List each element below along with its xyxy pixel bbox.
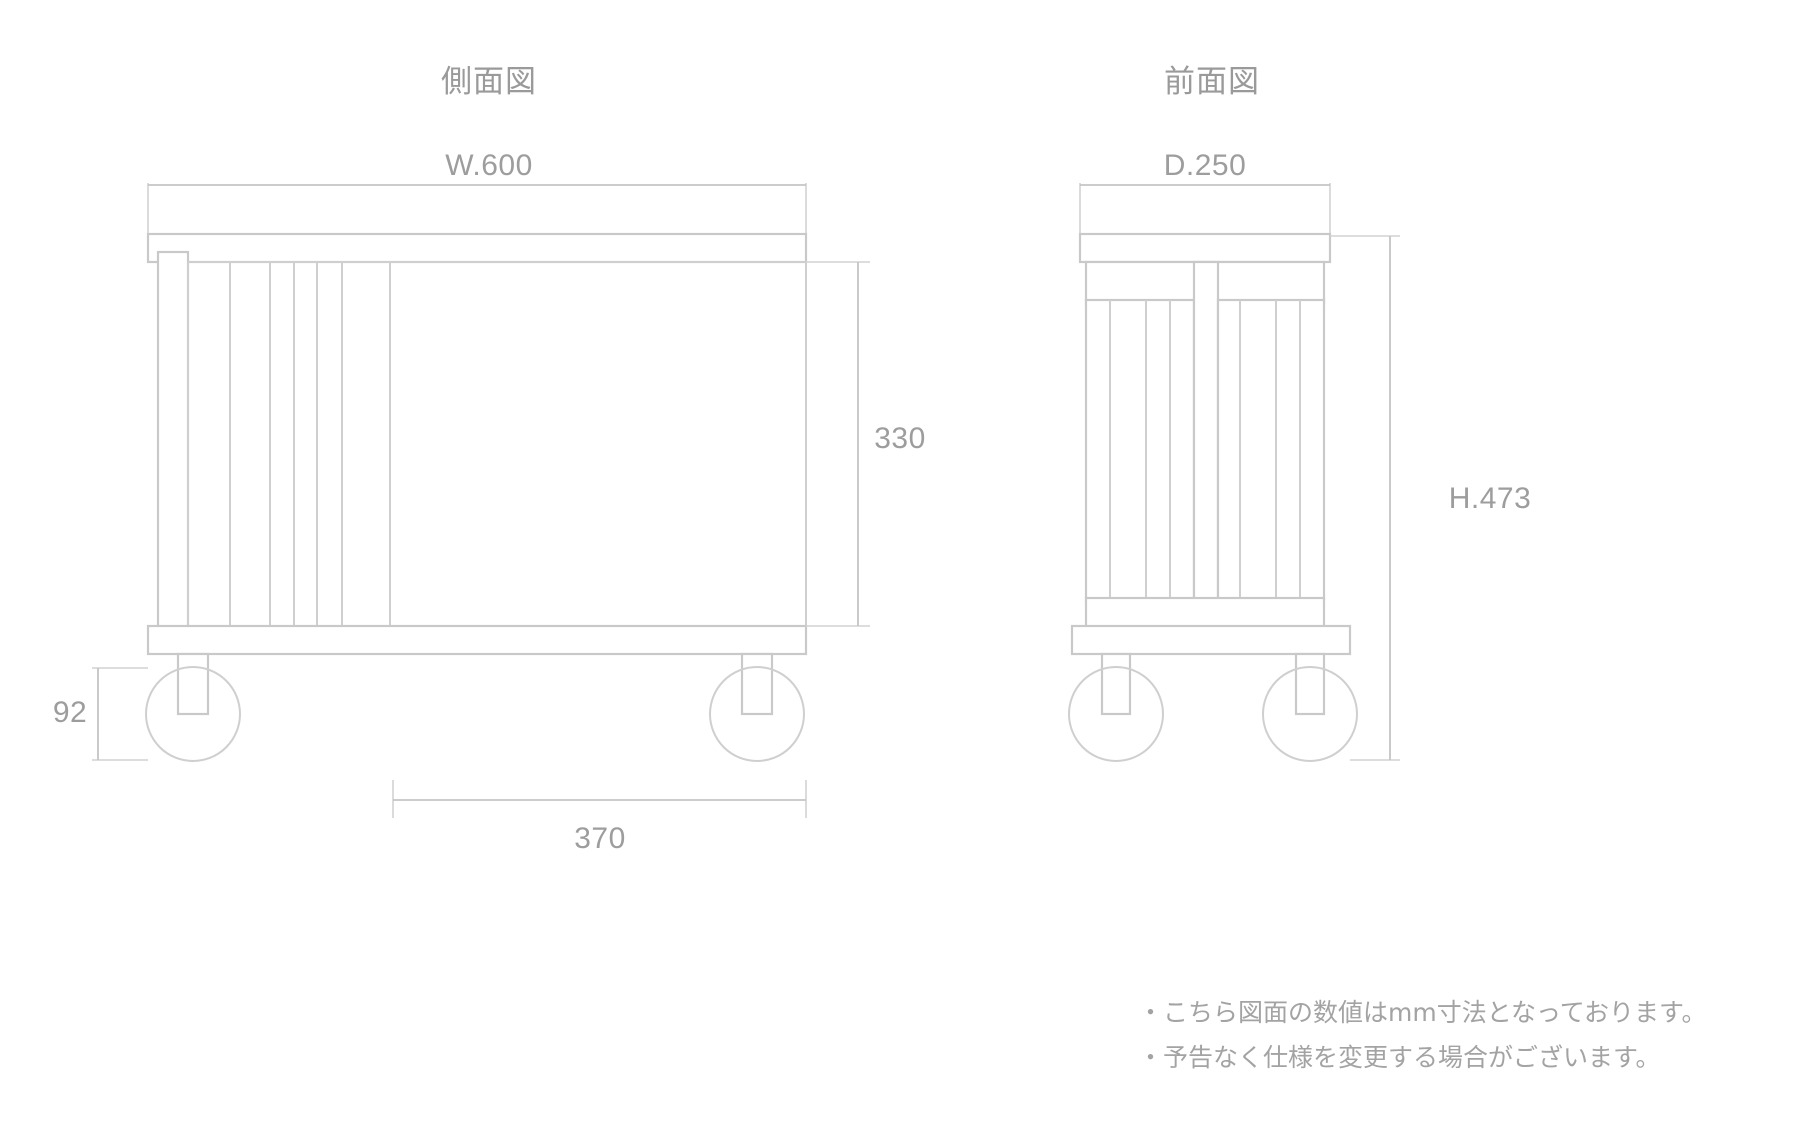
- front-left-panel: [1084, 298, 1196, 602]
- side-width-dimension: W.600: [147, 149, 807, 236]
- front-depth-label: D.250: [1164, 149, 1247, 182]
- side-bottom-board: [146, 624, 808, 656]
- side-wheelbase-dimension: 370: [392, 780, 807, 855]
- front-view-title: 前面図: [1164, 64, 1260, 100]
- side-caster-left: [145, 652, 241, 762]
- front-caster-right-stem: [1294, 652, 1326, 716]
- front-lower-rail: [1084, 596, 1326, 630]
- front-total-height-label: H.473: [1449, 482, 1532, 515]
- side-height-label: 330: [874, 422, 926, 455]
- side-left-post: [156, 250, 190, 632]
- side-caster-height-dimension: 92: [53, 667, 148, 761]
- front-right-panel: [1216, 298, 1326, 602]
- side-caster-left-wheel: [145, 666, 241, 762]
- front-depth-dimension: D.250: [1079, 149, 1331, 236]
- side-top-board: [146, 232, 808, 264]
- note-line-2: ・予告なく仕様を変更する場合がございます。: [1138, 1043, 1661, 1072]
- notes-group: ・こちら図面の数値はmm寸法となっております。 ・予告なく仕様を変更する場合がご…: [1138, 998, 1706, 1072]
- side-caster-left-stem: [176, 652, 210, 716]
- side-caster-right-stem: [740, 652, 774, 716]
- front-caster-left-wheel: [1068, 666, 1164, 762]
- front-center-post: [1192, 260, 1220, 632]
- front-total-height-dimension: H.473: [1330, 235, 1532, 761]
- side-height-dimension: 330: [806, 261, 926, 627]
- front-caster-left-stem: [1100, 652, 1132, 716]
- side-width-label: W.600: [445, 149, 533, 182]
- front-caster-left: [1068, 652, 1164, 762]
- front-caster-right: [1262, 652, 1358, 762]
- front-bottom-board: [1070, 624, 1352, 656]
- front-top-board: [1078, 232, 1332, 264]
- side-view-title: 側面図: [441, 64, 537, 100]
- side-caster-right: [709, 652, 805, 762]
- front-caster-right-wheel: [1262, 666, 1358, 762]
- note-line-1: ・こちら図面の数値はmm寸法となっております。: [1138, 998, 1706, 1027]
- side-wheelbase-label: 370: [574, 822, 626, 855]
- side-caster-height-label: 92: [53, 696, 87, 729]
- front-view-group: 前面図 D.250: [1068, 64, 1532, 762]
- side-view-group: 側面図 W.600: [53, 64, 926, 855]
- side-caster-right-wheel: [709, 666, 805, 762]
